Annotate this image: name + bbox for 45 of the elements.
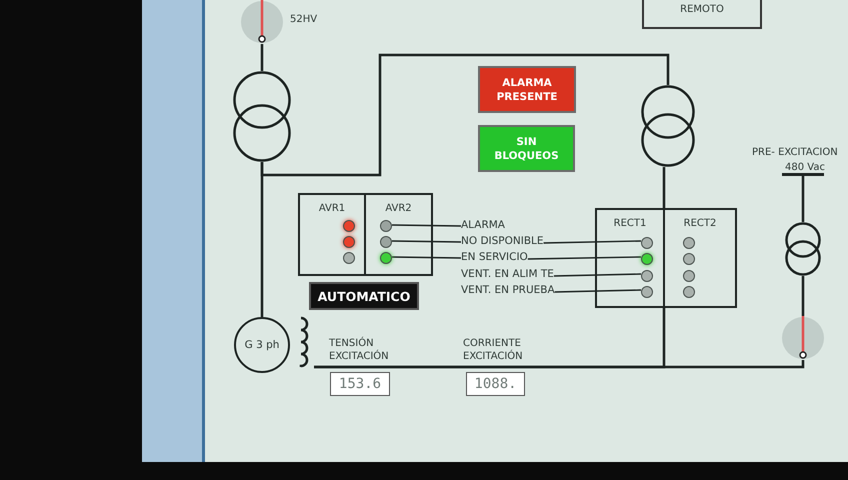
wire	[662, 167, 666, 208]
wire	[314, 360, 804, 368]
generator-symbol	[234, 317, 290, 373]
leader-line	[528, 256, 642, 260]
mode-indicator: AUTOMATICO	[309, 282, 419, 310]
wire	[802, 276, 804, 316]
value-display: 153.6	[330, 372, 390, 396]
control-panel	[595, 208, 665, 308]
breaker-symbol	[781, 316, 825, 360]
control-panel	[298, 193, 366, 276]
bus-bar	[782, 173, 824, 176]
status-label: VENT. EN PRUEBA	[461, 283, 555, 297]
wire	[260, 44, 264, 71]
alarm-indicator: ALARMA PRESENTE	[478, 66, 576, 113]
transformer-symbol	[233, 71, 291, 162]
status-label: VENT. EN ALIM TE	[461, 267, 554, 281]
transformer-symbol	[641, 85, 695, 167]
mode-box: REMOTO	[642, 0, 762, 29]
leader-line	[392, 256, 461, 259]
generator-label: G 3 ph	[244, 338, 280, 352]
symbol-label: PRE- EXCITACION	[752, 146, 838, 159]
status-label: EN SERVICIO	[461, 250, 528, 264]
panel-title: RECT1	[612, 218, 648, 229]
leader-line	[544, 240, 642, 244]
leader-line	[392, 240, 461, 243]
value-display: 1088.	[466, 372, 525, 396]
status-label: NO DISPONIBLE	[461, 234, 544, 248]
panel-title: AVR2	[384, 203, 413, 214]
panel-title: AVR1	[318, 203, 346, 214]
wire	[260, 54, 670, 176]
transformer-symbol	[785, 222, 821, 276]
breaker-symbol	[240, 0, 284, 44]
status-indicator: SIN BLOQUEOS	[478, 125, 575, 172]
panel-title: RECT2	[682, 218, 718, 229]
field-caption: CORRIENTE EXCITACIÓN	[463, 337, 524, 363]
leader-line	[554, 273, 642, 277]
symbol-label: 52HV	[290, 13, 318, 26]
control-panel	[663, 208, 737, 308]
leader-line	[392, 224, 461, 227]
leader-line	[554, 289, 642, 293]
control-panel	[364, 193, 433, 276]
wire	[802, 176, 804, 222]
field-caption: TENSIÓN EXCITACIÓN	[329, 337, 390, 363]
symbol-label: 480 Vac	[785, 161, 825, 174]
status-label: ALARMA	[461, 218, 505, 232]
